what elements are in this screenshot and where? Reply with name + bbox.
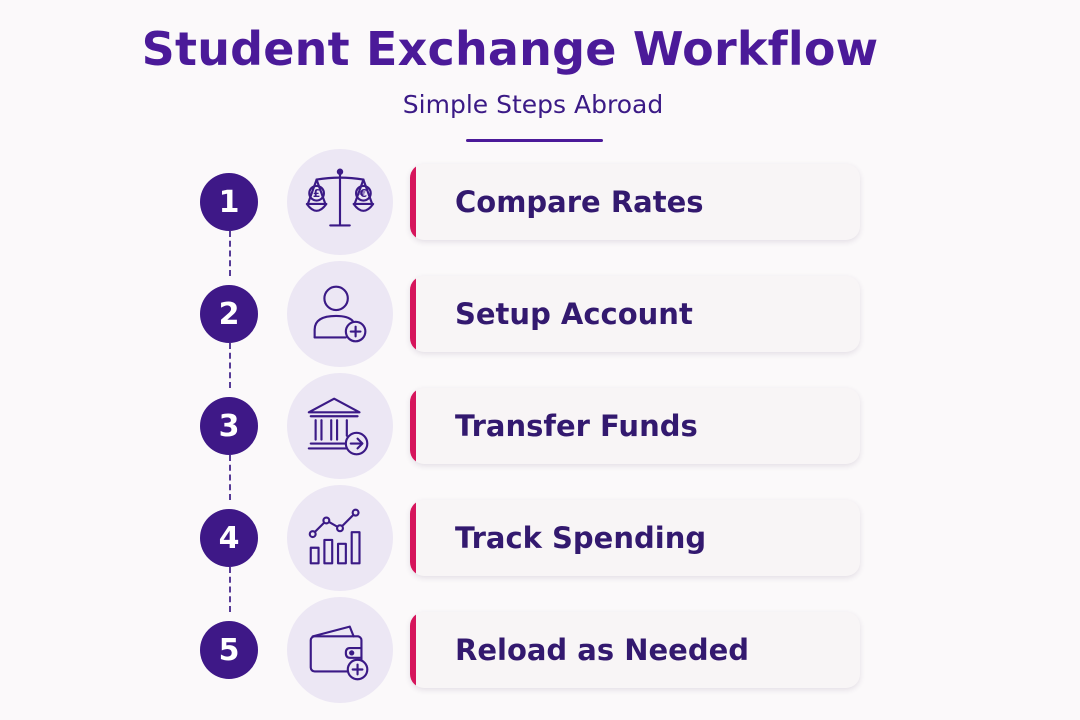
step-connector (229, 455, 231, 500)
step-icon-2 (287, 261, 393, 367)
title-underline (466, 139, 603, 142)
step-icon-5 (287, 597, 393, 703)
step-connector (229, 567, 231, 612)
step-number-4: 4 (200, 509, 258, 567)
step-label-4: Track Spending (455, 521, 707, 555)
card-accent-bar (410, 612, 416, 688)
step-card-4: Track Spending (410, 500, 860, 576)
step-icon-4 (287, 485, 393, 591)
step-label-1: Compare Rates (455, 185, 704, 219)
step-number-3: 3 (200, 397, 258, 455)
bar-chart-trend-icon (308, 508, 361, 565)
step-card-1: Compare Rates (410, 164, 860, 240)
step-number-1: 1 (200, 173, 258, 231)
step-label-2: Setup Account (455, 297, 693, 331)
card-accent-bar (410, 388, 416, 464)
step-label-3: Transfer Funds (455, 409, 698, 443)
step-card-3: Transfer Funds (410, 388, 860, 464)
step-label-5: Reload as Needed (455, 633, 750, 667)
diagram-title: Student Exchange Workflow (141, 22, 879, 76)
bank-transfer-icon (307, 397, 369, 456)
card-accent-bar (410, 276, 416, 352)
diagram-subtitle: Simple Steps Abroad (402, 90, 664, 119)
svg-text:€: € (359, 187, 367, 200)
step-number-2: 2 (200, 285, 258, 343)
step-number-5: 5 (200, 621, 258, 679)
step-connector (229, 343, 231, 388)
step-connector (229, 231, 231, 276)
balance-scale-currency-icon: £ € (305, 168, 375, 227)
user-add-icon (313, 285, 367, 343)
step-card-5: Reload as Needed (410, 612, 860, 688)
card-accent-bar (410, 500, 416, 576)
wallet-add-icon (309, 625, 369, 681)
step-icon-3 (287, 373, 393, 479)
svg-text:£: £ (313, 187, 320, 200)
step-card-2: Setup Account (410, 276, 860, 352)
step-icon-1: £ € (287, 149, 393, 255)
card-accent-bar (410, 164, 416, 240)
